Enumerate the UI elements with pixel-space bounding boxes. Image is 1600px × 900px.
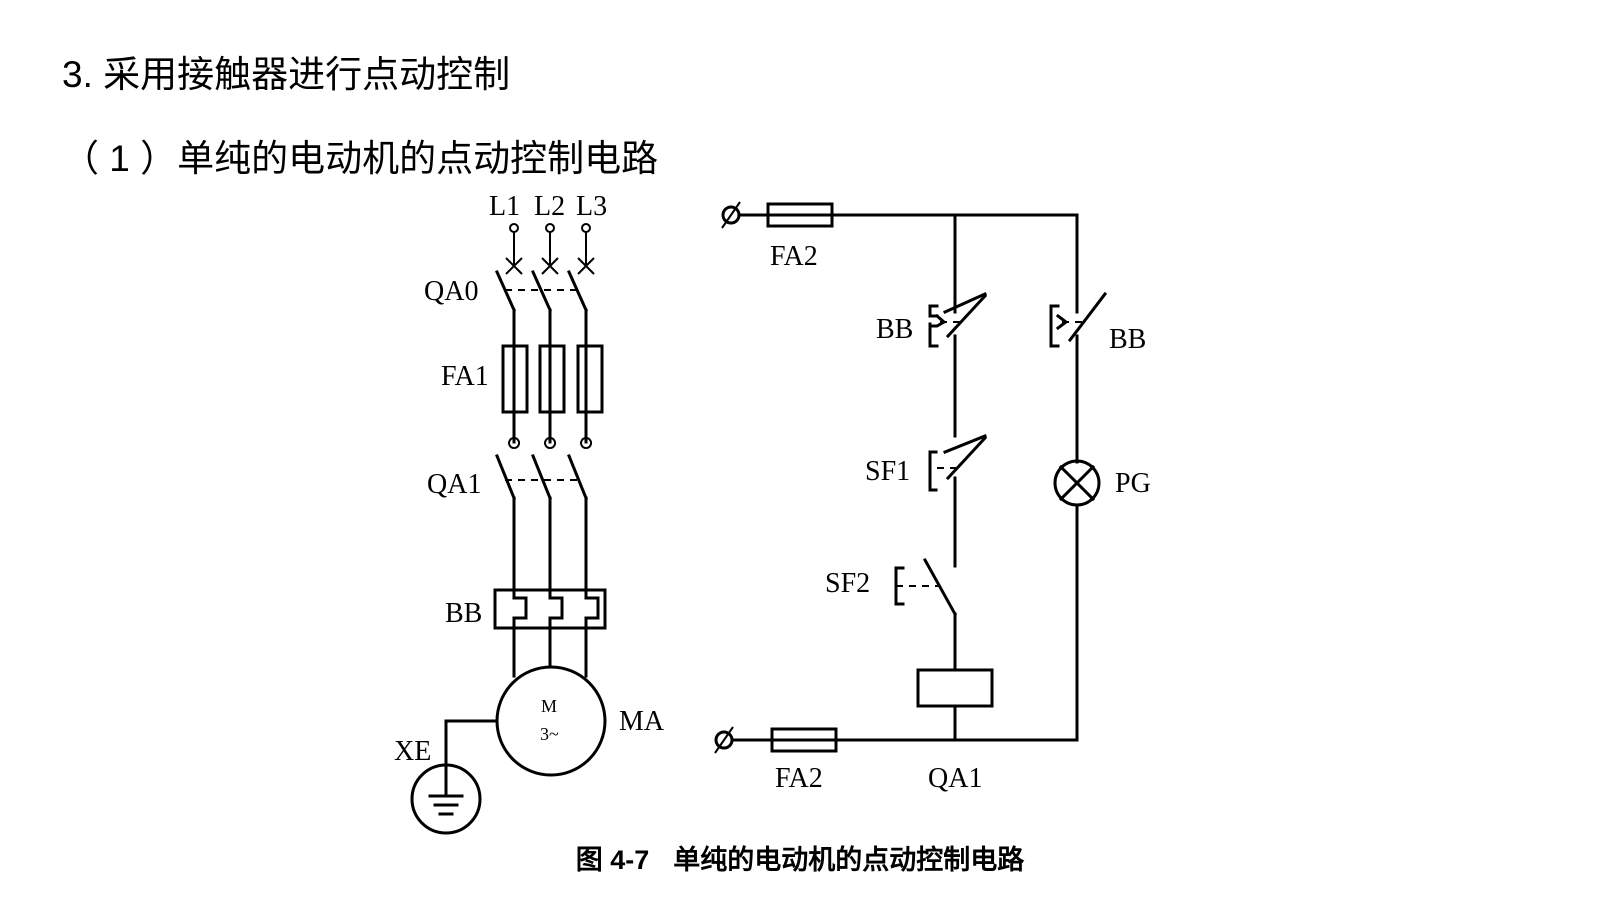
fuse-fa2-top: FA2	[766, 202, 834, 272]
coil-qa1: QA1	[916, 668, 994, 794]
fuse-fa2-bottom: FA2	[770, 727, 838, 794]
relay-contact-bb-left: BB	[876, 292, 988, 438]
contactor-qa1-main-label: QA1	[427, 469, 481, 500]
main-circuit: L1 L2 L3 QA0 FA1	[394, 191, 665, 835]
start-button-sf2-label: SF2	[825, 568, 870, 599]
thermal-relay-bb: BB	[445, 588, 607, 678]
fuse-fa1-label: FA1	[441, 361, 489, 392]
stop-button-sf1: SF1	[865, 434, 988, 568]
section-heading: 3. 采用接触器进行点动控制	[62, 54, 511, 95]
phase-label-l3: L3	[576, 191, 607, 222]
relay-contact-bb-right-label: BB	[1109, 324, 1146, 355]
relay-contact-bb-left-label: BB	[876, 314, 913, 345]
motor-symbol: M	[541, 696, 557, 716]
control-circuit: FA2 BB SF1 SF2	[714, 201, 1151, 794]
coil-qa1-label: QA1	[928, 763, 982, 794]
ground-xe-label: XE	[394, 736, 431, 767]
fuse-fa2-bottom-label: FA2	[775, 763, 823, 794]
breaker-qa0: QA0	[424, 270, 588, 350]
figure-number: 图 4-7	[575, 845, 650, 875]
breaker-qa0-label: QA0	[424, 276, 478, 307]
thermal-relay-bb-label: BB	[445, 598, 482, 629]
stop-button-sf1-label: SF1	[865, 456, 910, 487]
subsection-heading: （ 1 ）单纯的电动机的点动控制电路	[62, 138, 659, 179]
figure-title: 单纯的电动机的点动控制电路	[673, 845, 1025, 875]
figure-caption: 图 4-7 单纯的电动机的点动控制电路	[0, 838, 1600, 877]
indicator-lamp-pg-label: PG	[1115, 468, 1151, 499]
motor-ma-label: MA	[619, 706, 665, 737]
fuse-fa1: FA1	[441, 344, 604, 444]
ground-xe: XE	[394, 719, 499, 835]
fuse-fa2-top-label: FA2	[770, 241, 818, 272]
bottom-supply-terminal	[714, 726, 774, 754]
motor-ma: M 3~ MA	[495, 665, 665, 777]
relay-contact-bb-right: BB	[1049, 291, 1146, 464]
phase-label-l2: L2	[534, 191, 565, 222]
contactor-qa1-main: QA1	[427, 437, 593, 592]
indicator-lamp-pg: PG	[1053, 459, 1151, 742]
start-button-sf2: SF2	[825, 557, 958, 672]
top-supply-terminal	[721, 201, 770, 229]
motor-phase-label: 3~	[540, 724, 559, 744]
supply-terminals	[505, 223, 595, 275]
phase-label-l1: L1	[489, 191, 520, 222]
